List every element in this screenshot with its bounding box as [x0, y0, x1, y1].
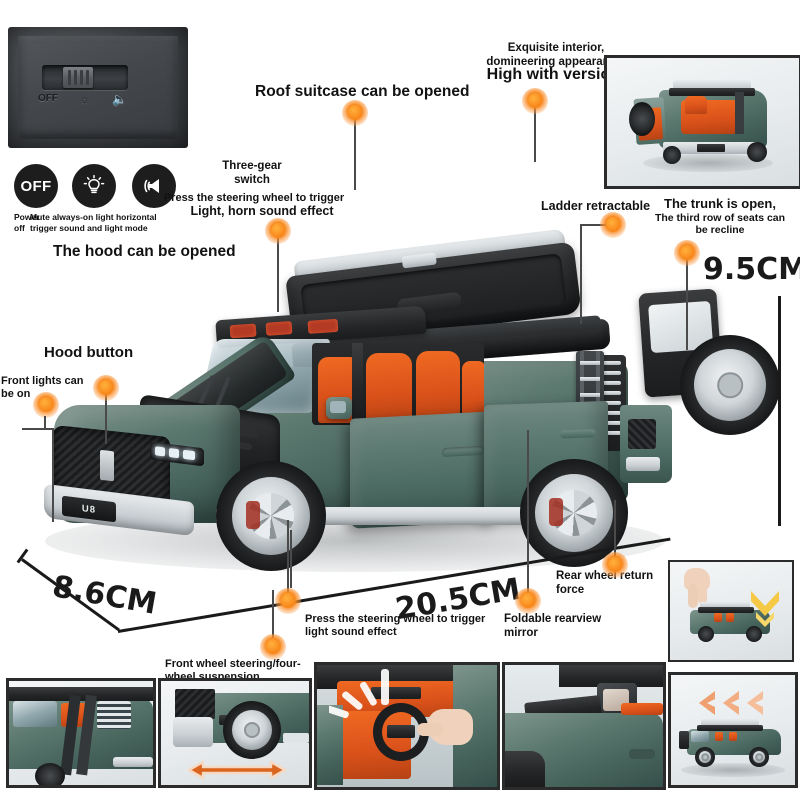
mirror-housing [597, 683, 637, 717]
dot-light-horn-sound[interactable] [265, 218, 291, 244]
foldable-rearview-mirror[interactable] [326, 397, 352, 419]
leader-roof-suitcase [354, 112, 356, 190]
switch-knob[interactable] [63, 67, 93, 88]
callout-press-steering-light-sound: Press the steering wheel to trigger ligh… [305, 613, 486, 638]
front-wheel [216, 461, 326, 571]
chevron-left-icon [699, 691, 763, 715]
callout-foldable-mirror: Foldable rearview mirror [504, 613, 602, 639]
leader-wheel-lower [290, 530, 292, 588]
chevron-down-icon [751, 591, 779, 627]
leader-rear-wheel-return [614, 500, 616, 564]
callout-light-horn-sound: Light, horn sound effect [190, 204, 334, 218]
light-rays-icon [329, 669, 389, 719]
callout-trunk-open-sub: The third row of seats can be recline [654, 212, 786, 237]
leader-front-wheel-steering [272, 590, 274, 638]
callout-three-gear-switch: Three-gear switch [222, 160, 282, 186]
switch-light-mark: ☼ [79, 92, 90, 106]
leader-ladder-h [580, 224, 612, 226]
dim-tick-height [778, 296, 781, 526]
switch-markings: OFF ☼ 🔈 [38, 92, 134, 110]
dot-trunk-open[interactable] [674, 240, 700, 266]
leader-press-steering [287, 520, 289, 602]
callout-hood-can-be-opened: The hood can be opened [53, 243, 236, 260]
dot-press-steering-light-sound[interactable] [275, 588, 301, 614]
leader-light-horn [277, 230, 279, 312]
dot-hood-button[interactable] [93, 375, 119, 401]
badge-power-off-label: OFF [20, 177, 52, 195]
three-gear-switch-photo: OFF ☼ 🔈 [8, 27, 188, 148]
leader-front-lights-stub [44, 416, 46, 430]
inset-trunk-open [604, 55, 800, 189]
steering-arrows-icon [187, 760, 287, 780]
callout-hood-button: Hood button [44, 344, 134, 361]
leader-trunk-open [686, 252, 688, 350]
switch-off-mark: OFF [38, 93, 58, 104]
caption-power-off: Power off [14, 212, 40, 234]
grille-emblem [100, 449, 114, 482]
inset-rearview-mirror [502, 662, 666, 790]
dot-front-lights[interactable] [33, 392, 59, 418]
leader-front-lights-v [52, 428, 54, 522]
cabin-interior [312, 343, 484, 425]
switch-sound-mark: 🔈 [112, 92, 127, 106]
leader-exquisite-interior [534, 100, 536, 162]
speaker-icon [144, 179, 159, 193]
rear-wheel [520, 459, 628, 567]
callout-ladder-retractable: Ladder retractable [541, 199, 651, 213]
license-plate-text: U8 [81, 502, 97, 516]
leader-front-lights-h [22, 428, 52, 430]
dot-foldable-mirror[interactable] [515, 588, 541, 614]
dim-label-height: 9.5CM [703, 252, 800, 287]
inset-pullback [668, 672, 798, 788]
dot-exquisite-interior[interactable] [522, 88, 548, 114]
bulb-icon [83, 174, 105, 194]
badge-power-off: OFF [14, 164, 58, 208]
callout-trunk-open-title: The trunk is open, [664, 196, 776, 211]
callout-front-lights: Front lights can be on [1, 375, 84, 400]
callout-press-steering-trigger: Press the steering wheel to trigger [163, 192, 345, 204]
car-rear-lower [620, 405, 672, 483]
dot-roof-suitcase[interactable] [342, 100, 368, 126]
inset-steering-wheel [314, 662, 500, 790]
leader-foldable-mirror [527, 430, 529, 594]
main-car-photo: U8 [20, 228, 780, 595]
dot-ladder-retractable[interactable] [600, 212, 626, 238]
caption-light-mode: Mute always-on light horizontal trigger … [30, 212, 157, 234]
badge-light-mode [72, 164, 116, 208]
dot-rear-wheel-return[interactable] [602, 552, 628, 578]
switch-track [42, 65, 128, 90]
inset-ladder [6, 678, 156, 788]
leader-ladder-v [580, 224, 582, 324]
inset-front-wheel [158, 678, 312, 788]
leader-hood-button [105, 388, 107, 444]
dot-front-wheel-steering[interactable] [260, 634, 286, 660]
inset-roof-press [668, 560, 794, 662]
badge-sound-mode [132, 164, 176, 208]
callout-roof-suitcase: Roof suitcase can be opened [255, 83, 470, 100]
spare-tire [680, 335, 780, 435]
